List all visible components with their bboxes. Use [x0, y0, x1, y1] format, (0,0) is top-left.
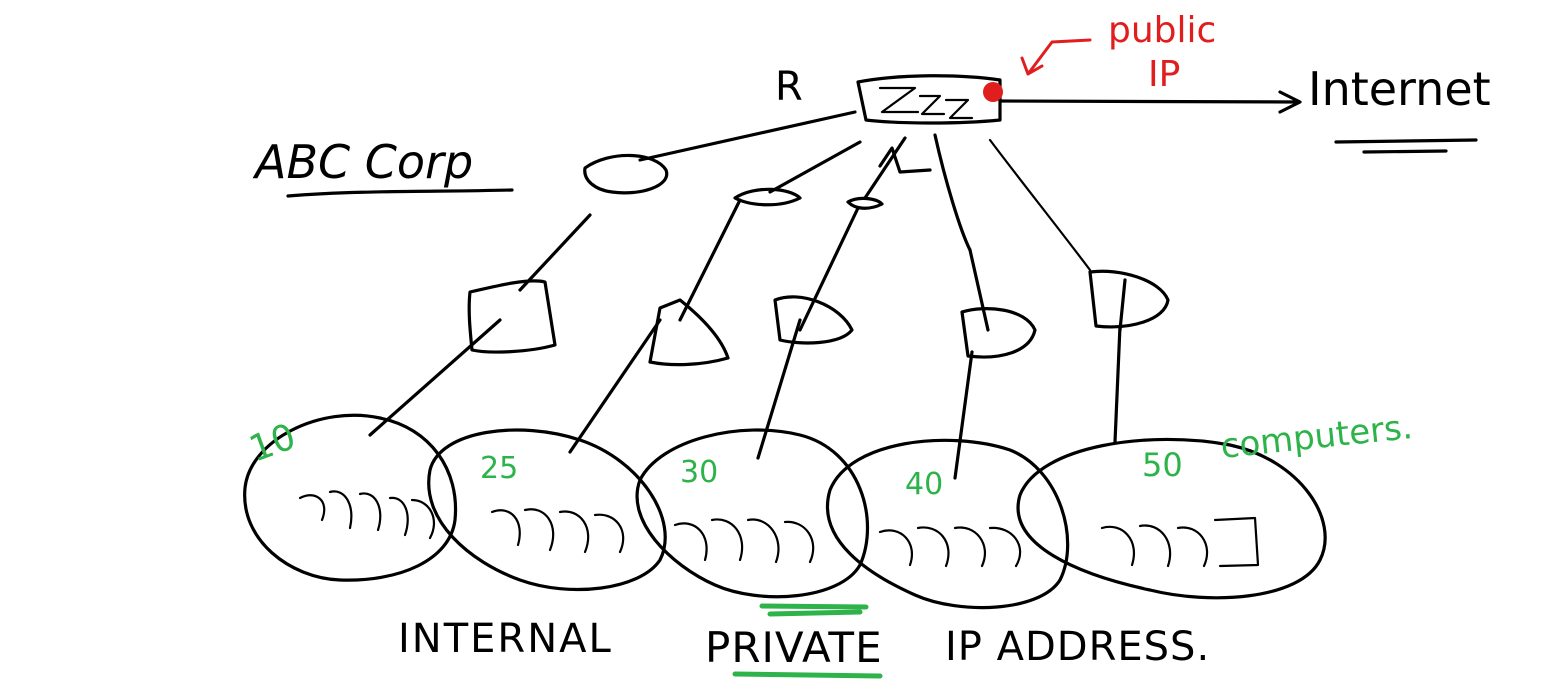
internet-link-arrow: [998, 90, 1302, 114]
footer-private-highlight-top: [759, 603, 869, 617]
router-label: R: [775, 64, 803, 110]
subnet-4-count: 40: [905, 467, 943, 502]
public-ip-dot: [983, 82, 1003, 102]
public-ip-label-line2: IP: [1148, 54, 1180, 95]
switch-3-icon: [846, 196, 884, 210]
switch-2-icon: [733, 187, 802, 207]
internet-label: Internet: [1308, 62, 1491, 116]
link-router-switch3: [863, 136, 907, 200]
link-ap1-subnet1: [368, 318, 502, 437]
subnet-4-cloud: [826, 438, 1070, 610]
internet-underline: [1334, 138, 1478, 154]
access-point-2-icon: [648, 298, 730, 367]
link-ap5-subnet5: [1113, 324, 1122, 444]
subnet-5-count: 50: [1142, 446, 1183, 484]
subnet-2-cloud: [427, 428, 667, 592]
link-router-down1: [878, 146, 932, 174]
subnet-3-count: 30: [680, 455, 718, 490]
public-ip-arrow: [1020, 38, 1092, 76]
footer-internal: INTERNAL: [398, 616, 613, 662]
access-point-3-icon: [773, 295, 854, 345]
link-ap4-subnet4: [953, 350, 974, 480]
subnet-5-cloud: [1016, 437, 1327, 600]
link-router-switch2: [768, 140, 862, 194]
footer-ip-address: IP ADDRESS.: [945, 624, 1210, 670]
link-router-ap5: [988, 138, 1092, 272]
computers-label: computers.: [1219, 407, 1415, 467]
access-point-4-icon: [960, 307, 1037, 359]
link-ap5-down: [1118, 278, 1127, 332]
subnet-3-cloud: [635, 428, 869, 599]
access-point-1-icon: [467, 279, 557, 354]
link-switch3-ap3: [798, 206, 860, 332]
link-router-ap4: [933, 133, 972, 252]
footer-private: PRIVATE: [705, 623, 883, 672]
router-icon: [856, 74, 1002, 125]
link-ap4-down: [968, 248, 990, 332]
subnet-1-cloud: [243, 413, 458, 582]
company-label: ABC Corp: [252, 135, 473, 189]
link-ap3-subnet3: [756, 318, 802, 460]
company-underline: [286, 188, 514, 198]
link-ap2-subnet2: [568, 318, 662, 454]
link-switch2-ap2: [678, 198, 742, 322]
subnet-2-count: 25: [480, 451, 518, 486]
link-switch1-ap1: [518, 213, 592, 292]
link-router-switch1: [638, 110, 857, 162]
footer-private-highlight-bottom: [732, 671, 883, 679]
switch-1-icon: [583, 153, 669, 195]
access-point-5-icon: [1088, 269, 1170, 329]
public-ip-label-line1: public: [1108, 10, 1216, 51]
